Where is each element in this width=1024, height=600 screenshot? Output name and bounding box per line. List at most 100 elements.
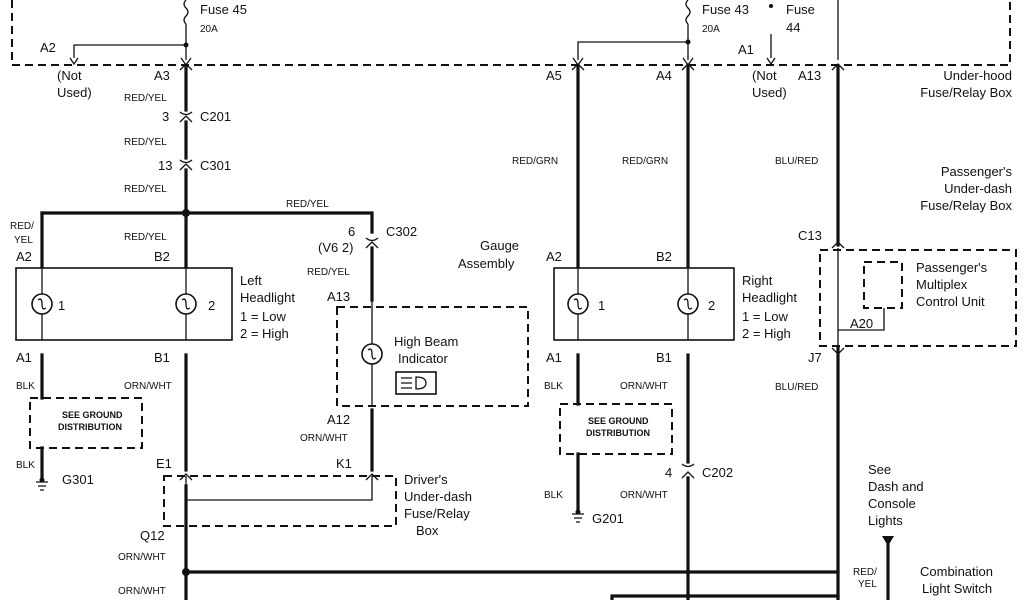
right-title-2: Headlight [742, 290, 797, 305]
connector-c201-symbol [179, 111, 193, 123]
ground-right-2: DISTRIBUTION [586, 428, 650, 438]
c302-pin: 6 [348, 224, 355, 239]
wire-label-orn-wht-4: ORN/WHT [118, 586, 166, 597]
c202-pin: 4 [665, 465, 672, 480]
fuse45-amp: 20A [200, 24, 218, 35]
wire-label-red-yel-4: RED/YEL [286, 199, 329, 210]
right-headlight: 1 2 [553, 267, 735, 341]
wire-label-red-grn-2: RED/GRN [622, 156, 668, 167]
left-title-1: Left [240, 273, 262, 288]
left-bulb-2: 2 [208, 298, 215, 313]
wire-label-red-yel-3: RED/YEL [124, 184, 167, 195]
ground-g301: G301 [62, 472, 94, 487]
right-pin-a2: A2 [546, 249, 562, 264]
c202-label: C202 [702, 465, 733, 480]
mcu-label-3: Control Unit [916, 294, 985, 309]
fuse45-name: Fuse 45 [200, 2, 247, 17]
wire-label-orn-wht-5: ORN/WHT [620, 381, 668, 392]
ground-g201-icon [572, 513, 584, 523]
ground-g201: G201 [592, 511, 624, 526]
wire-label-orn-wht-2: ORN/WHT [300, 433, 348, 444]
right-pin-a1: A1 [546, 350, 562, 365]
left-pin-b2: B2 [154, 249, 170, 264]
right-legend-2: 2 = High [742, 326, 791, 341]
c301-label: C301 [200, 158, 231, 173]
not-used-left-1: (Not [57, 68, 82, 83]
see-dash-arrow-icon [882, 536, 894, 546]
c301-pin: 13 [158, 158, 172, 173]
wire-label-yel-2: YEL [858, 579, 877, 590]
underhood-label-2: Fuse/Relay Box [920, 85, 1012, 100]
gauge-label-1: Gauge [480, 238, 519, 253]
driver-label-4: Box [416, 523, 439, 538]
right-title-1: Right [742, 273, 773, 288]
driver-box-outline [163, 475, 397, 527]
gauge-pin-a13: A13 [327, 289, 350, 304]
c302-variant: (V6 2) [318, 240, 353, 255]
c201-label: C201 [200, 109, 231, 124]
c302-label: C302 [386, 224, 417, 239]
connector-c202-symbol [681, 463, 695, 479]
pin-a3: A3 [154, 68, 170, 83]
wire-label-orn-wht-3: ORN/WHT [118, 552, 166, 563]
passenger-label-2: Under-dash [944, 181, 1012, 196]
left-pin-a2: A2 [16, 249, 32, 264]
c201-pin: 3 [162, 109, 169, 124]
passenger-pin-j7: J7 [808, 350, 822, 365]
fuse44-line1: Fuse [786, 2, 815, 17]
driver-label-1: Driver's [404, 472, 448, 487]
driver-pin-q12: Q12 [140, 528, 165, 543]
indicator-label-1: High Beam [394, 334, 458, 349]
passenger-label-3: Fuse/Relay Box [920, 198, 1012, 213]
underhood-box-outline [11, 0, 1011, 66]
fuse43-symbol [685, 0, 691, 25]
left-pin-b1: B1 [154, 350, 170, 365]
driver-label-2: Under-dash [404, 489, 472, 504]
mcu-box [863, 261, 903, 309]
see-dash-2: Dash and [868, 479, 924, 494]
driver-pin-k1: K1 [336, 456, 352, 471]
combination-label-1: Combination [920, 564, 993, 579]
pin-a1-underhood: A1 [738, 42, 754, 57]
wire-label-blu-red-1: BLU/RED [775, 156, 818, 167]
wire-label-red-yel-5: RED/YEL [124, 232, 167, 243]
left-legend-2: 2 = High [240, 326, 289, 341]
ground-g301-icon [36, 481, 48, 491]
right-pin-b2: B2 [656, 249, 672, 264]
passenger-pin-c13: C13 [798, 228, 822, 243]
fuse43-amp: 20A [702, 24, 720, 35]
combination-label-2: Light Switch [922, 581, 992, 596]
see-dash-4: Lights [868, 513, 903, 528]
connector-c301-symbol [179, 159, 193, 171]
wire-label-orn-wht-6: ORN/WHT [620, 490, 668, 501]
wire-label-yel: YEL [14, 235, 33, 246]
passenger-pin-a20: A20 [850, 316, 873, 331]
right-bulb-1: 1 [598, 298, 605, 313]
wire-label-blu-red-2: BLU/RED [775, 382, 818, 393]
ground-box-left [29, 397, 143, 449]
driver-pin-e1: E1 [156, 456, 172, 471]
passenger-label-1: Passenger's [941, 164, 1013, 179]
wire-label-blk-2: BLK [16, 460, 35, 471]
indicator-label-2: Indicator [398, 351, 449, 366]
wire-label-red-slash: RED/ [10, 221, 34, 232]
fuse44-line2: 44 [786, 20, 800, 35]
mcu-label-2: Multiplex [916, 277, 968, 292]
ground-left-2: DISTRIBUTION [58, 422, 122, 432]
gauge-label-2: Assembly [458, 256, 515, 271]
pin-a2-underhood: A2 [40, 40, 56, 55]
right-legend-1: 1 = Low [742, 309, 789, 324]
fuse43-name: Fuse 43 [702, 2, 749, 17]
wire-label-blk-1: BLK [16, 381, 35, 392]
left-pin-a1: A1 [16, 350, 32, 365]
fuse45-symbol [183, 0, 189, 25]
ground-left-1: SEE GROUND [62, 410, 123, 420]
not-used-right-2: Used) [752, 85, 787, 100]
wire-label-blk-4: BLK [544, 490, 563, 501]
see-dash-1: See [868, 462, 891, 477]
ground-right-1: SEE GROUND [588, 416, 649, 426]
mcu-label-1: Passenger's [916, 260, 988, 275]
wire-label-red-yel-1: RED/YEL [124, 93, 167, 104]
ground-box-right [559, 403, 673, 455]
